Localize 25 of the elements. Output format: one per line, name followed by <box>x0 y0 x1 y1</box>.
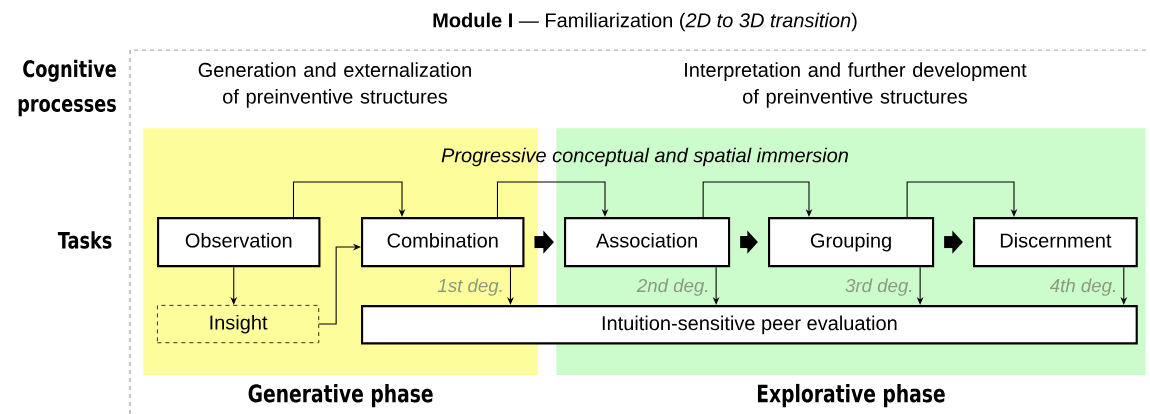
arrow <box>507 266 514 305</box>
node-label: Explorative phase <box>757 383 945 408</box>
edge-label: 1st deg. <box>437 278 502 296</box>
task-box: Intuition-sensitive peer evaluation <box>361 305 1138 345</box>
arrow <box>496 181 609 218</box>
edge-label: 2nd deg. <box>636 278 708 296</box>
task-box: Discernment <box>973 217 1138 268</box>
arrow <box>702 181 813 218</box>
process-heading: Interpretation and further development of preinventive structures <box>685 62 1027 108</box>
title: Module I — Familiarization (2D to 3D transition) <box>433 12 857 32</box>
band-caption: Progressive conceptual and spatial immersion <box>441 147 848 167</box>
node-label: Generative phase <box>248 383 433 408</box>
optional-task-box: Insight <box>157 305 320 344</box>
row-heading: Cognitive processes <box>18 59 116 117</box>
process-heading: Generation and externalization of preinventive structures <box>198 62 471 108</box>
task-box: Grouping <box>768 217 935 268</box>
task-box: Combination <box>361 217 525 268</box>
row-heading: Tasks <box>57 231 112 249</box>
edge-label: 3rd deg. <box>845 278 912 296</box>
task-box: Association <box>564 217 731 268</box>
task-box: Observation <box>157 217 321 268</box>
edge-label: 4th deg. <box>1049 278 1115 296</box>
arrow <box>906 181 1018 218</box>
arrow <box>318 243 361 325</box>
arrow <box>292 181 406 218</box>
